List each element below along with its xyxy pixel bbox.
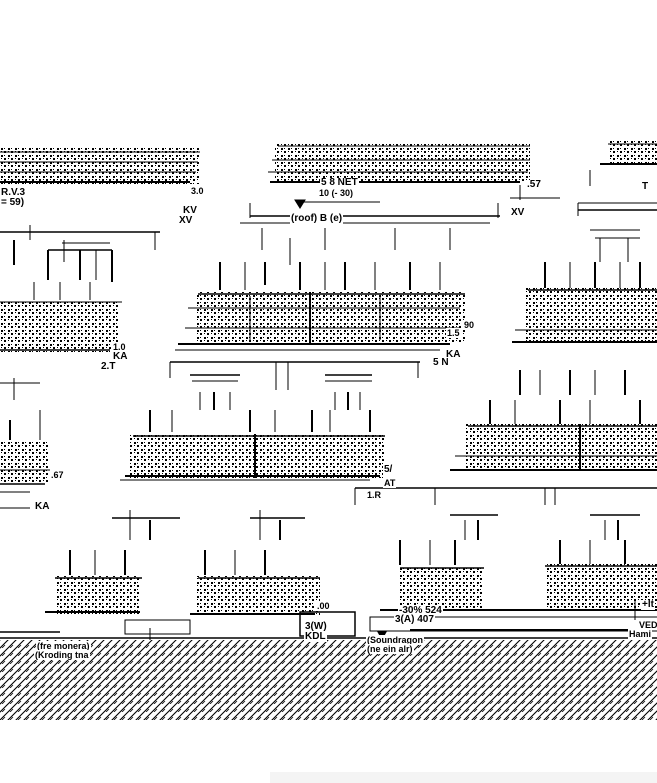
label-mid-left-2: KA [112,351,129,362]
label-lower-left-1: .67 [50,470,65,480]
label-mid-left-1: 1.0 [112,342,127,352]
label-top-right-1: XV [510,207,526,218]
label-top-left-1: R.V.3 [0,187,27,198]
label-bottom-1: (fre monera) [36,641,91,651]
label-bottom-5: KDL [304,631,327,642]
label-top-left-2: = 59) [0,197,26,208]
label-top-right-3: T [641,181,650,192]
row-1-blocks [0,140,657,184]
row-3-blocks [0,424,657,485]
label-top-left-5: 3.0 [190,186,205,196]
bottom-strip [270,772,657,783]
label-top-center-2: 10 (- 30) [318,188,355,198]
ground-hatch [0,637,657,720]
label-lower-left-2: KA [34,501,51,512]
row-2-blocks [0,288,657,352]
label-top-left-3: KV [182,205,198,216]
label-bottom-4: 3(W) [304,621,328,632]
label-bottom-6: -30% 524 [398,605,443,616]
label-mid-center-1: 1.5 [446,328,461,338]
label-lower-center-3: 1.R [366,490,383,500]
label-bottom-10: +lt [641,599,655,610]
label-bottom-9: (ne ein alr) [366,644,414,654]
label-top-center-3: (roof) B (e) [290,213,344,224]
label-top-left-4: XV [178,215,194,226]
label-lower-center-2: AT [383,478,397,488]
label-mid-center-2: 90 [463,320,476,330]
row-3-frames [0,361,641,440]
row-2-posts [13,228,641,300]
label-top-right-2: .57 [526,179,542,190]
label-mid-left-3: 2.T [100,361,117,372]
label-top-center-1: 5 8 NET [320,177,359,188]
label-bottom-11: VED [638,620,657,630]
label-bottom-7: 3(A) 407 [394,614,435,625]
label-bottom-12: Hami [628,629,653,639]
label-lower-center-1: 5/ [383,464,394,475]
label-bottom-2: (Kroding tna [34,650,90,660]
label-mid-center-3: KA [445,349,462,360]
foundation [0,600,657,641]
label-mid-center-4: 5 N [432,357,450,368]
row-4-blocks [45,564,657,616]
label-bottom-8: (Soundragon [366,635,424,645]
label-bottom-3: .00 [316,601,331,611]
row-4-frames [0,487,657,575]
